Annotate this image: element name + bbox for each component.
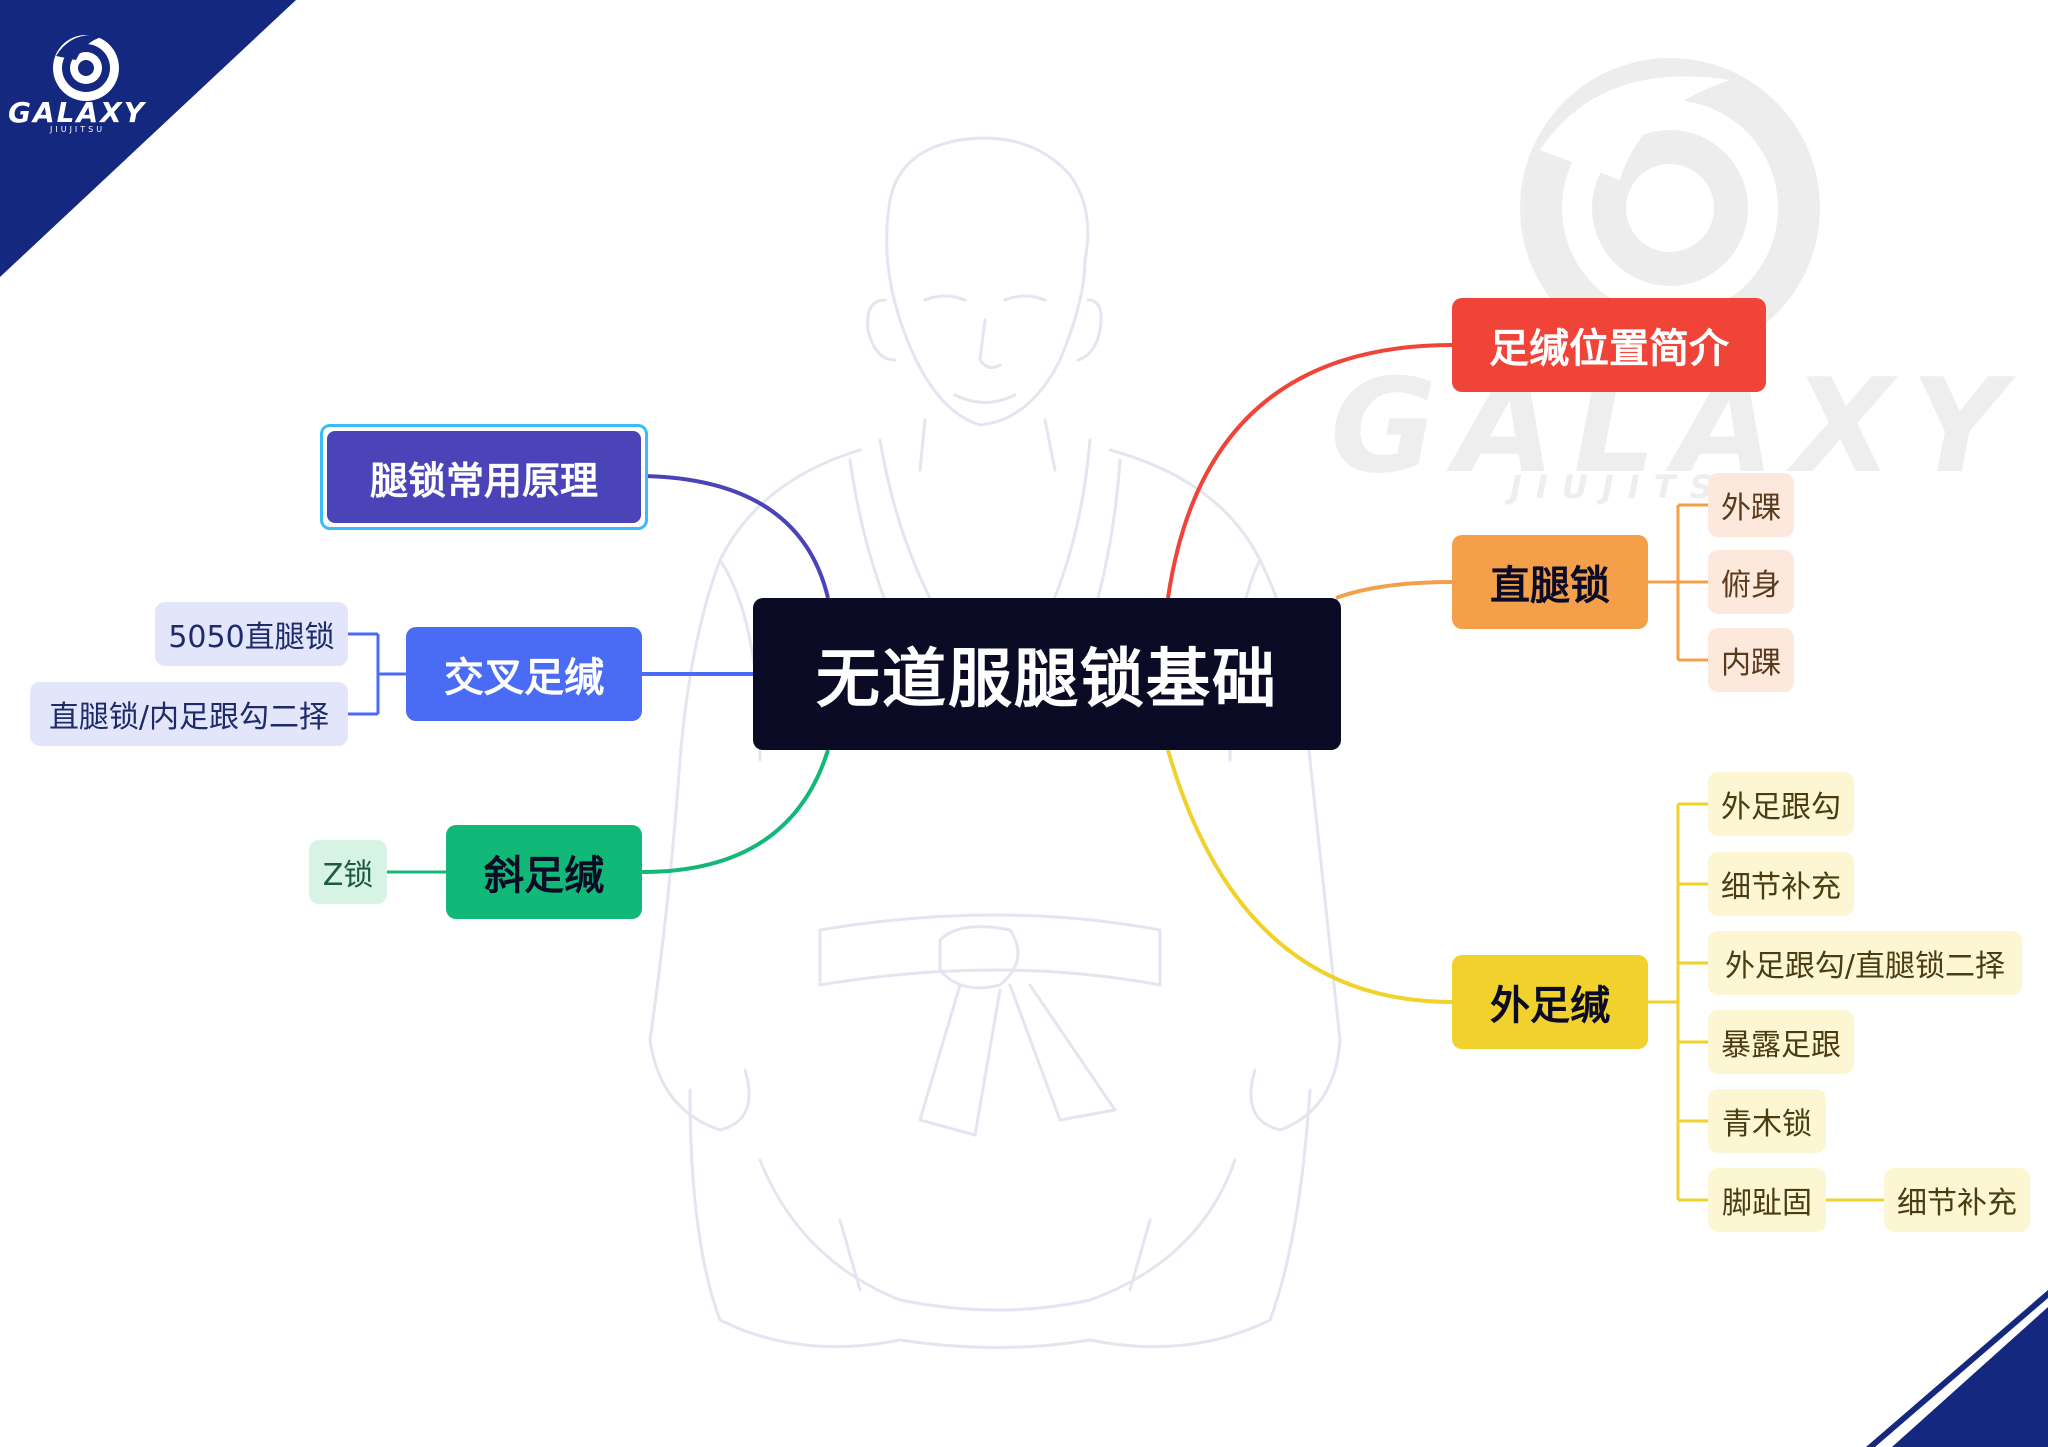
- watermark-logo-icon: [1520, 58, 1820, 358]
- subtopic-kimura[interactable]: 青木锁: [1708, 1089, 1826, 1153]
- connector-outside-ashi: [1166, 749, 1453, 1004]
- connector-cross-ashi-children: [348, 632, 406, 716]
- connector-intro: [1166, 343, 1453, 599]
- topic-outside-ashi[interactable]: 外足缄: [1452, 955, 1648, 1049]
- connector-diagonal-ashi: [641, 749, 830, 874]
- subtopic-outside-ankle[interactable]: 外踝: [1708, 473, 1794, 537]
- galaxy-logo-icon: [53, 34, 119, 101]
- central-topic[interactable]: 无道服腿锁基础: [753, 598, 1341, 750]
- connector-outside-ashi-children: [1648, 802, 1884, 1202]
- topic-cross-ashi[interactable]: 交叉足缄: [406, 627, 642, 721]
- subtopic-lean-forward[interactable]: 俯身: [1708, 550, 1794, 614]
- corner-stripe-2: [1866, 1290, 2048, 1447]
- subtopic-inside-ankle[interactable]: 内踝: [1708, 628, 1794, 692]
- subtopic-expose-heel[interactable]: 暴露足跟: [1708, 1010, 1854, 1074]
- topic-intro[interactable]: 足缄位置简介: [1452, 298, 1766, 392]
- topic-principles-label: 腿锁常用原理: [327, 431, 641, 523]
- connector-straight-ankle-children: [1648, 503, 1708, 662]
- topic-straight-ankle[interactable]: 直腿锁: [1452, 535, 1648, 629]
- topic-principles[interactable]: 腿锁常用原理: [320, 424, 648, 530]
- subtopic-details[interactable]: 细节补充: [1708, 852, 1854, 916]
- logo-brand-subtext: JIUJITSU: [50, 125, 106, 134]
- subtopic-straight-ankle-heelhook-choice[interactable]: 直腿锁/内足跟勾二择: [30, 682, 348, 746]
- connector-straight-ankle: [1335, 580, 1453, 600]
- subtopic-heelhook-straight-ankle-choice[interactable]: 外足跟勾/直腿锁二择: [1708, 931, 2022, 995]
- subtopic-5050-straight-ankle[interactable]: 5050直腿锁: [155, 602, 348, 666]
- subtopic-z-lock[interactable]: Z锁: [309, 840, 387, 904]
- corner-banner-top-left: [0, 0, 296, 277]
- topic-diagonal-ashi[interactable]: 斜足缄: [446, 825, 642, 919]
- subtopic-toe-hold-details[interactable]: 细节补充: [1884, 1168, 2030, 1232]
- corner-stripe-1: [1892, 1307, 2048, 1447]
- subtopic-toe-hold[interactable]: 脚趾固: [1708, 1168, 1826, 1232]
- mindmap-connectors: [348, 343, 1884, 1202]
- subtopic-outside-heelhook[interactable]: 外足跟勾: [1708, 772, 1854, 836]
- connector-principles: [644, 474, 830, 599]
- logo-brand-text: GALAXY: [8, 96, 147, 129]
